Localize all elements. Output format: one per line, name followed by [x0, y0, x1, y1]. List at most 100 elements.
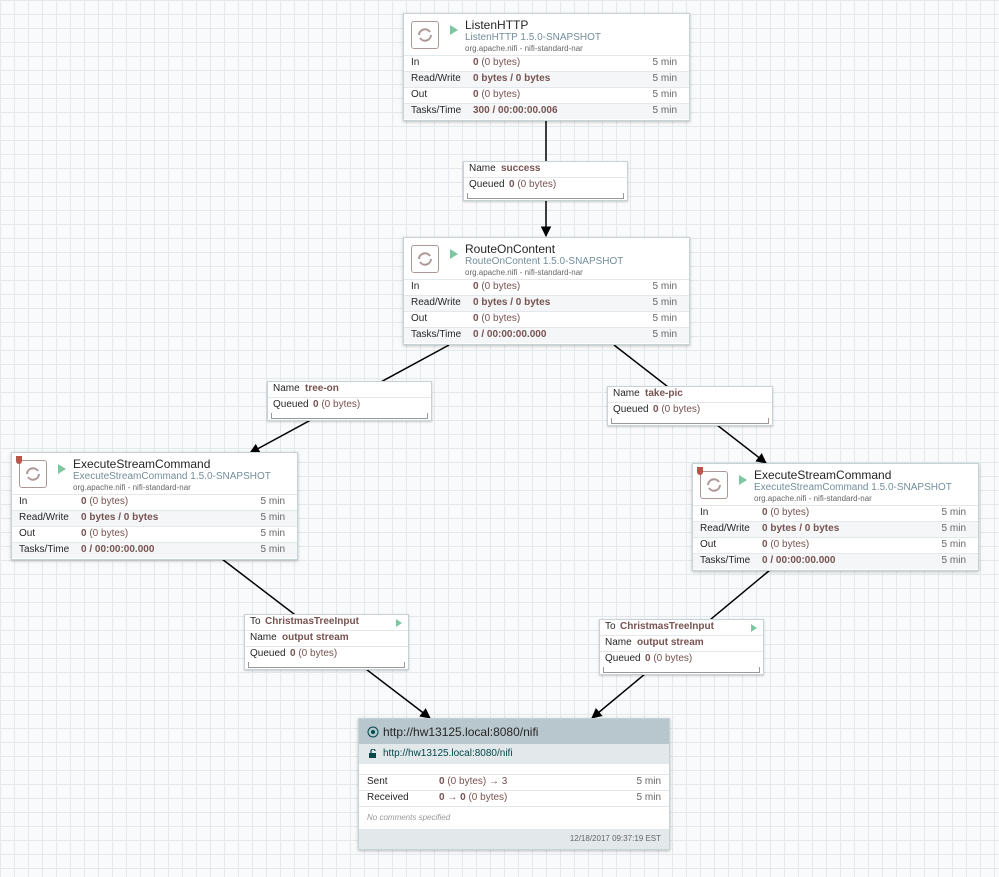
processor-type: ListenHTTP 1.5.0-SNAPSHOT [465, 32, 601, 43]
stat-detail: (0 bytes) [465, 792, 508, 803]
stat-time: 5 min [652, 313, 677, 324]
stat-time: 5 min [652, 297, 677, 308]
stat-value: 0 / 00:00:00.000 [762, 555, 836, 566]
rpg-header: http://hw13125.local:8080/nifi [359, 719, 669, 744]
queue-bar [248, 662, 405, 668]
processor-icon [19, 460, 47, 488]
stat-value: 0 [81, 496, 87, 507]
processor-name: RouteOnContent [465, 242, 556, 256]
stat-time: 5 min [652, 89, 677, 100]
conn-queued-label: Queued [273, 399, 309, 410]
processor-listenhttp[interactable]: ListenHTTP ListenHTTP 1.5.0-SNAPSHOT org… [403, 13, 690, 121]
transmitting-icon [367, 726, 379, 738]
conn-queued-detail: (0 bytes) [658, 404, 701, 415]
processor-name: ListenHTTP [465, 18, 529, 32]
stat-time: 5 min [260, 544, 285, 555]
processor-type: ExecuteStreamCommand 1.5.0-SNAPSHOT [73, 471, 271, 482]
stat-value: 0 → 0 [439, 792, 466, 803]
conn-to-label: To [605, 621, 616, 632]
stat-detail: (0 bytes) [478, 313, 521, 324]
conn-queued-label: Queued [605, 653, 641, 664]
conn-queued: 0 [290, 648, 296, 659]
stat-value: 0 [762, 539, 768, 550]
stat-time: 5 min [652, 57, 677, 68]
conn-queued-label: Queued [469, 179, 505, 190]
conn-queued-detail: (0 bytes) [650, 653, 693, 664]
stat-detail: (0 bytes) [478, 57, 521, 68]
stat-label: Received [367, 792, 409, 803]
conn-name-label: Name [250, 632, 277, 643]
stat-value: 0 bytes / 0 bytes [81, 512, 159, 523]
stat-label: Read/Write [19, 512, 69, 523]
stat-label: Out [700, 539, 717, 550]
queue-bar [467, 193, 624, 199]
processor-bundle: org.apache.nifi - nifi-standard-nar [73, 483, 191, 492]
remote-process-group[interactable]: http://hw13125.local:8080/nifi http://hw… [358, 718, 670, 850]
stat-detail: (0 bytes) [767, 539, 810, 550]
restricted-shield-icon [16, 456, 22, 464]
stat-value: 0 [473, 57, 479, 68]
conn-queued-label: Queued [250, 648, 286, 659]
conn-to: ChristmasTreeInput [265, 616, 359, 627]
stat-time: 5 min [652, 281, 677, 292]
stat-detail: (0 bytes) [767, 507, 810, 518]
conn-queued: 0 [313, 399, 319, 410]
conn-queued: 0 [653, 404, 659, 415]
stat-label: Sent [367, 776, 388, 787]
stat-time: 5 min [636, 776, 661, 787]
conn-name: tree-on [305, 383, 339, 394]
processor-executestreamcommand-left[interactable]: ExecuteStreamCommand ExecuteStreamComman… [11, 452, 298, 560]
conn-queued: 0 [509, 179, 515, 190]
stat-value: 0 [473, 281, 479, 292]
stat-detail: (0 bytes) → 3 [444, 776, 508, 787]
processor-executestreamcommand-right[interactable]: ExecuteStreamCommand ExecuteStreamComman… [692, 463, 979, 571]
queue-bar [271, 413, 428, 419]
stat-value: 0 / 00:00:00.000 [473, 329, 547, 340]
conn-name-label: Name [273, 383, 300, 394]
processor-routeoncontent[interactable]: RouteOnContent RouteOnContent 1.5.0-SNAP… [403, 237, 690, 345]
stat-value: 0 [762, 507, 768, 518]
stat-label: Read/Write [411, 73, 461, 84]
stat-value: 0 [439, 776, 445, 787]
stat-value: 0 bytes / 0 bytes [762, 523, 840, 534]
stat-label: Tasks/Time [411, 105, 462, 116]
stat-label: Read/Write [700, 523, 750, 534]
conn-to-label: To [250, 616, 261, 627]
rpg-comments: No comments specified [367, 813, 451, 822]
conn-queued: 0 [645, 653, 651, 664]
processor-icon [411, 21, 439, 49]
running-icon [58, 464, 66, 474]
stat-label: Read/Write [411, 297, 461, 308]
stat-time: 5 min [941, 555, 966, 566]
stat-value: 0 [473, 89, 479, 100]
running-icon [751, 624, 757, 632]
rpg-footer: 12/18/2017 09:37:19 EST [359, 829, 669, 849]
rpg-title: http://hw13125.local:8080/nifi [383, 725, 539, 739]
queue-bar [603, 667, 760, 673]
stat-time: 5 min [941, 523, 966, 534]
conn-name: output stream [637, 637, 704, 648]
stat-label: Out [411, 313, 428, 324]
processor-bundle: org.apache.nifi - nifi-standard-nar [465, 44, 583, 53]
stat-label: Out [19, 528, 36, 539]
conn-queued-detail: (0 bytes) [514, 179, 557, 190]
